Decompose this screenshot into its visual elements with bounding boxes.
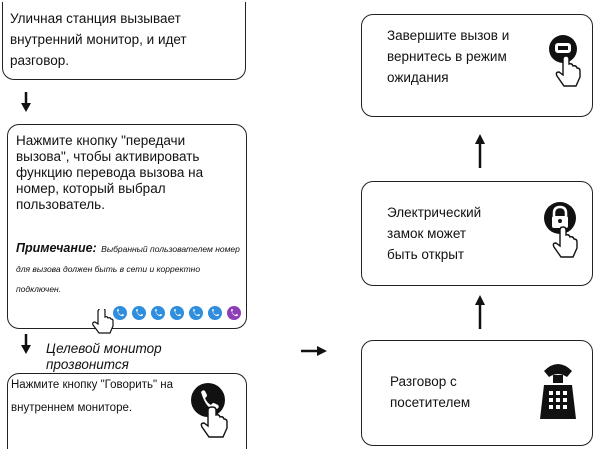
note-label: Примечание: xyxy=(16,241,97,255)
step-2-text: Нажмите кнопку "передачи вызова", чтобы … xyxy=(16,133,204,212)
lock-icon xyxy=(542,200,582,266)
result-box-conversation: Разговор с посетителем xyxy=(361,340,593,446)
call-transfer-icons[interactable] xyxy=(112,301,247,325)
arrow-down-1 xyxy=(20,92,32,112)
step-2-note: Примечание: Выбранный пользователем номе… xyxy=(16,238,241,298)
step-box-1: Уличная станция вызывает внутренний мони… xyxy=(2,2,246,80)
talk-button-icon xyxy=(186,380,236,442)
arrow-right xyxy=(301,345,327,357)
arrow-up-1 xyxy=(474,134,486,168)
step-box-3: Нажмите кнопку "Говорить" на внутреннем … xyxy=(7,373,247,449)
arrow-down-2 xyxy=(20,334,32,354)
result-box-lock: Электрический замок может быть открыт xyxy=(361,181,593,286)
note-text: Выбранный пользователем номер для вызова… xyxy=(16,244,240,294)
result-box-end-call: Завершите вызов и вернитесь в режим ожид… xyxy=(361,14,593,117)
step-3-text-2: внутреннем мониторе. xyxy=(11,402,133,414)
phone-hangup-icon xyxy=(545,33,585,95)
r2-text: Электрический замок может быть открыт xyxy=(387,205,482,262)
arrow-up-2 xyxy=(474,295,486,329)
r1-text: Завершите вызов и вернитесь в режим ожид… xyxy=(387,28,510,85)
step-3-text-1: Нажмите кнопку "Говорить" на xyxy=(11,379,173,391)
r3-text: Разговор с посетителем xyxy=(390,374,471,410)
between-text: Целевой монитор прозвонится xyxy=(46,341,162,372)
hand-pointer-icon xyxy=(90,309,118,335)
intercom-phone-icon xyxy=(538,361,578,421)
step-1-text: Уличная станция вызывает внутренний мони… xyxy=(10,11,187,68)
step-box-2: Нажмите кнопку "передачи вызова", чтобы … xyxy=(7,124,247,334)
